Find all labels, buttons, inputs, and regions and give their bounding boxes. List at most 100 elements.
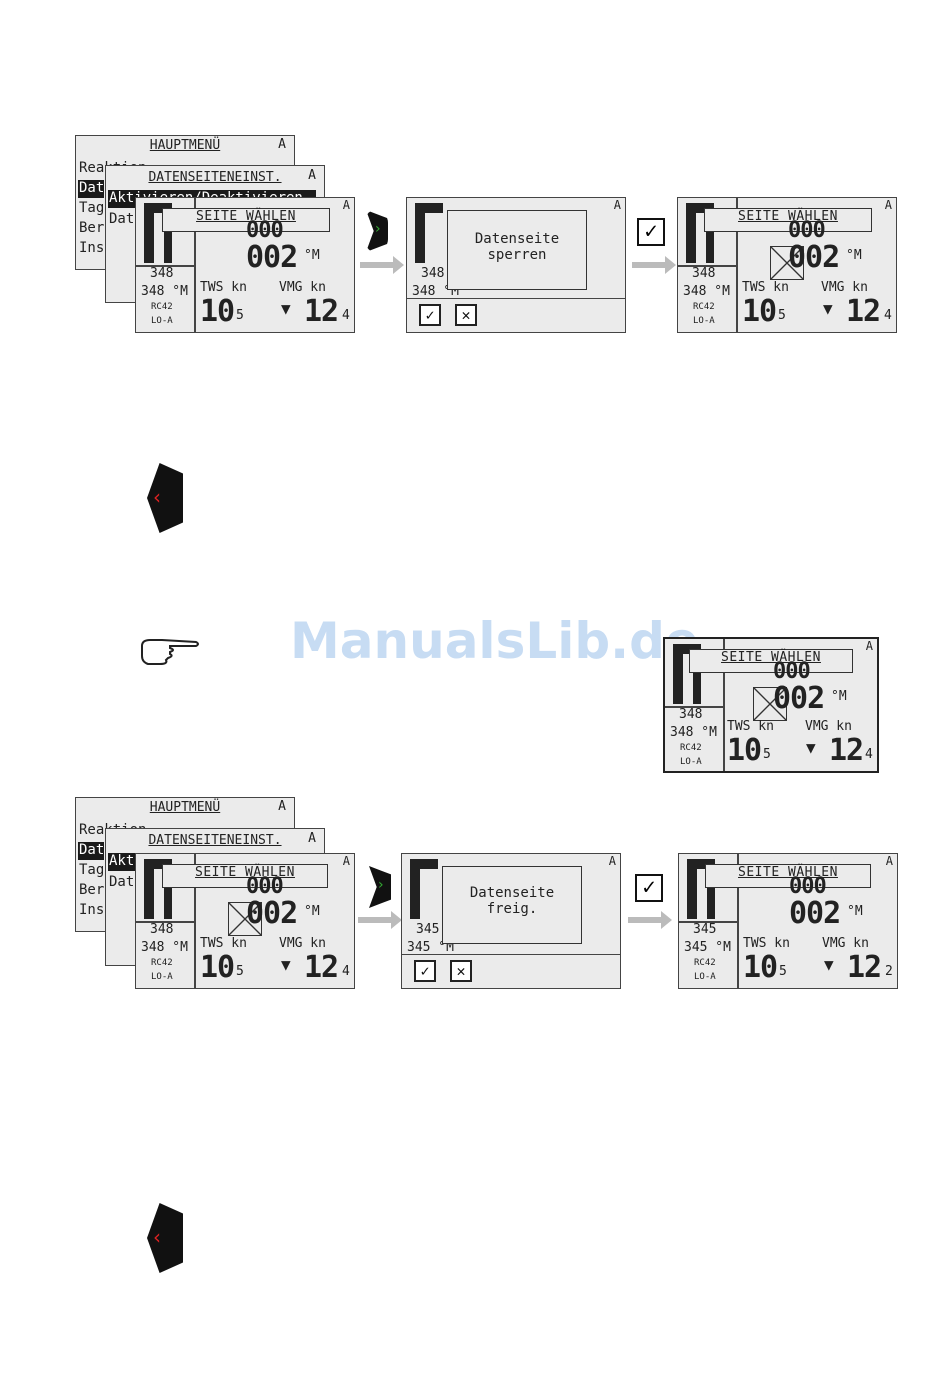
- compass-mode: LO-A: [693, 316, 715, 326]
- down-arrow-icon: ▼: [824, 955, 834, 974]
- tws-label: TWS kn: [727, 719, 774, 734]
- vmg-label: VMG kn: [279, 936, 326, 951]
- menu-row: Ins: [79, 902, 105, 918]
- cancel-button[interactable]: ✕: [455, 304, 477, 326]
- tws-decimal: 5: [779, 964, 787, 979]
- unlock-dialog-text: Datenseite freig.: [469, 885, 555, 917]
- lock-dialog-screen: A 348 348 °M Datenseite sperren ✓ ✕: [406, 197, 626, 333]
- heading-value: 002: [789, 896, 841, 931]
- menu-title: HAUPTMENÜ: [149, 800, 221, 815]
- down-arrow-icon: ▼: [806, 738, 816, 757]
- compass-value: 348: [679, 707, 703, 722]
- unlock-dialog: Datenseite freig.: [442, 866, 582, 944]
- top-digits: 000: [788, 218, 826, 243]
- compass-mode: LO-A: [151, 972, 173, 982]
- heading-value: 002: [246, 896, 298, 931]
- submenu-corner: A: [308, 831, 316, 846]
- locked-page-screen: SEITE WÄHLEN A 000 002 °M 348 348 °M RC4…: [677, 197, 897, 333]
- compass-mode: LO-A: [151, 316, 173, 326]
- menu-corner: A: [278, 799, 286, 814]
- compass-value: 348: [421, 266, 445, 281]
- compass-code: RC42: [151, 958, 173, 968]
- down-arrow-icon: ▼: [281, 299, 291, 318]
- watermark-text: ManualsLib.de: [290, 612, 699, 670]
- down-arrow-icon: ▼: [823, 299, 833, 318]
- lock-dialog: Datenseite sperren: [447, 210, 587, 290]
- vmg-decimal: 2: [885, 964, 893, 979]
- tws-decimal: 5: [236, 964, 244, 979]
- vmg-value: 12: [829, 733, 864, 768]
- compass-bearing: 348 °M: [141, 284, 188, 299]
- compass-code: RC42: [680, 743, 702, 753]
- menu-corner: A: [278, 137, 286, 152]
- menu-row: Dat: [79, 842, 105, 858]
- locked-page-example-screen: SEITE WÄHLEN A 000 002 °M 348 348 °M RC4…: [663, 637, 879, 773]
- top-digits: 000: [773, 659, 811, 684]
- compass-value: 348: [150, 266, 174, 281]
- tws-value: 10: [742, 294, 777, 329]
- heading-unit: °M: [304, 904, 320, 919]
- heading-unit: °M: [831, 689, 847, 704]
- ok-button[interactable]: ✓: [419, 304, 441, 326]
- select-page-screen: SEITE WÄHLEN A 000 002 °M 348 348 °M RC4…: [135, 197, 355, 333]
- corner-indicator: A: [885, 854, 893, 868]
- menu-row: Ins: [79, 240, 105, 256]
- cancel-button[interactable]: ✕: [450, 960, 472, 982]
- menu-row: Tag: [79, 862, 105, 878]
- submenu-corner: A: [308, 168, 316, 183]
- compass-bearing: 348 °M: [141, 940, 188, 955]
- compass-value: 345: [416, 922, 440, 937]
- nav-button-glyph: ›: [378, 877, 384, 893]
- arrow-right-icon: [358, 911, 402, 929]
- nav-button-icon[interactable]: ›: [369, 866, 391, 908]
- menu-row: Tag: [79, 200, 105, 216]
- top-digits: 000: [789, 874, 827, 899]
- select-page-header: SEITE WÄHLEN: [705, 864, 871, 888]
- back-button-glyph: ‹: [153, 485, 161, 509]
- back-button-icon[interactable]: ‹: [147, 1203, 183, 1273]
- check-icon: ✓: [635, 874, 663, 902]
- check-icon: ✓: [637, 218, 665, 246]
- tws-decimal: 5: [763, 747, 771, 762]
- tws-label: TWS kn: [200, 936, 247, 951]
- vmg-decimal: 4: [342, 308, 350, 323]
- heading-unit: °M: [847, 904, 863, 919]
- select-page-header: SEITE WÄHLEN: [689, 649, 853, 673]
- locked-x-icon: [228, 902, 262, 936]
- ok-button[interactable]: ✓: [414, 960, 436, 982]
- nav-button-icon[interactable]: ›: [366, 210, 388, 252]
- vmg-label: VMG kn: [279, 280, 326, 295]
- vmg-decimal: 4: [884, 308, 892, 323]
- compass-code: RC42: [694, 958, 716, 968]
- vmg-label: VMG kn: [805, 719, 852, 734]
- vmg-decimal: 4: [342, 964, 350, 979]
- tws-value: 10: [200, 950, 235, 985]
- compass-value: 348: [150, 922, 174, 937]
- compass-value: 345: [693, 922, 717, 937]
- compass-value: 348: [692, 266, 716, 281]
- corner-indicator: A: [613, 198, 621, 212]
- arrow-right-icon: [628, 911, 672, 929]
- pointing-hand-icon: [141, 639, 199, 665]
- submenu-title: DATENSEITENEINST.: [148, 833, 282, 848]
- compass-mode: LO-A: [694, 972, 716, 982]
- tws-decimal: 5: [778, 308, 786, 323]
- select-page-header: SEITE WÄHLEN: [162, 208, 330, 232]
- compass-mode: LO-A: [680, 757, 702, 767]
- corner-indicator: A: [342, 198, 350, 212]
- heading-value: 002: [788, 240, 840, 275]
- heading-value: 002: [773, 681, 825, 716]
- compass-bearing: 345 °M: [684, 940, 731, 955]
- corner-indicator: A: [865, 639, 873, 653]
- vmg-label: VMG kn: [822, 936, 869, 951]
- corner-indicator: A: [342, 854, 350, 868]
- menu-title: HAUPTMENÜ: [149, 138, 221, 153]
- menu-row: Ber: [79, 220, 105, 236]
- submenu-title: DATENSEITENEINST.: [148, 170, 282, 185]
- tws-decimal: 5: [236, 308, 244, 323]
- back-button-icon[interactable]: ‹: [147, 463, 183, 533]
- locked-x-icon: [753, 687, 787, 721]
- vmg-label: VMG kn: [821, 280, 868, 295]
- tws-value: 10: [200, 294, 235, 329]
- compass-code: RC42: [151, 302, 173, 312]
